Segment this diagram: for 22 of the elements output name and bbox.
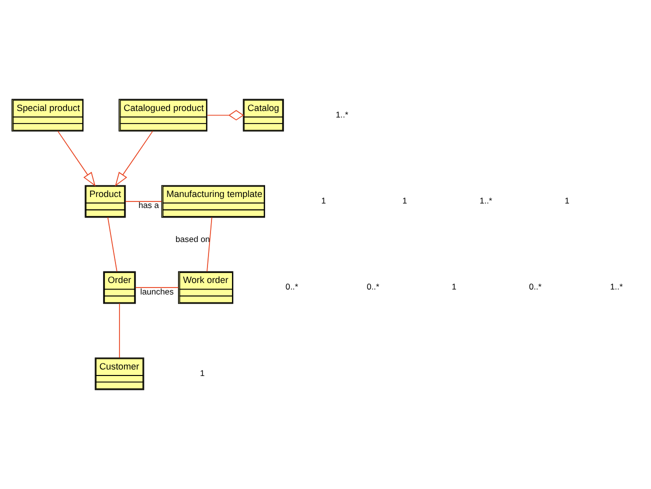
label: 1 (200, 368, 205, 378)
connector (107, 216, 118, 272)
edge-label: has a (138, 200, 159, 210)
arrow (57, 130, 96, 186)
label: 0..* (286, 282, 298, 292)
label: 1 (564, 196, 570, 206)
edge-label: based on (175, 234, 210, 244)
label: 1..* (610, 282, 623, 292)
label: 0..* (366, 282, 380, 292)
label: 0..* (529, 282, 542, 292)
connector (206, 216, 212, 272)
connector (206, 110, 244, 120)
label: 1..* (336, 109, 348, 120)
connector (135, 287, 179, 288)
label: 1 (402, 196, 408, 206)
connector (125, 201, 162, 202)
arrow (114, 130, 154, 186)
label: 1 (321, 196, 326, 206)
label: 1 (452, 282, 456, 292)
connector (119, 303, 120, 358)
edge-label: launches (140, 286, 174, 296)
label: 1..* (480, 196, 492, 206)
